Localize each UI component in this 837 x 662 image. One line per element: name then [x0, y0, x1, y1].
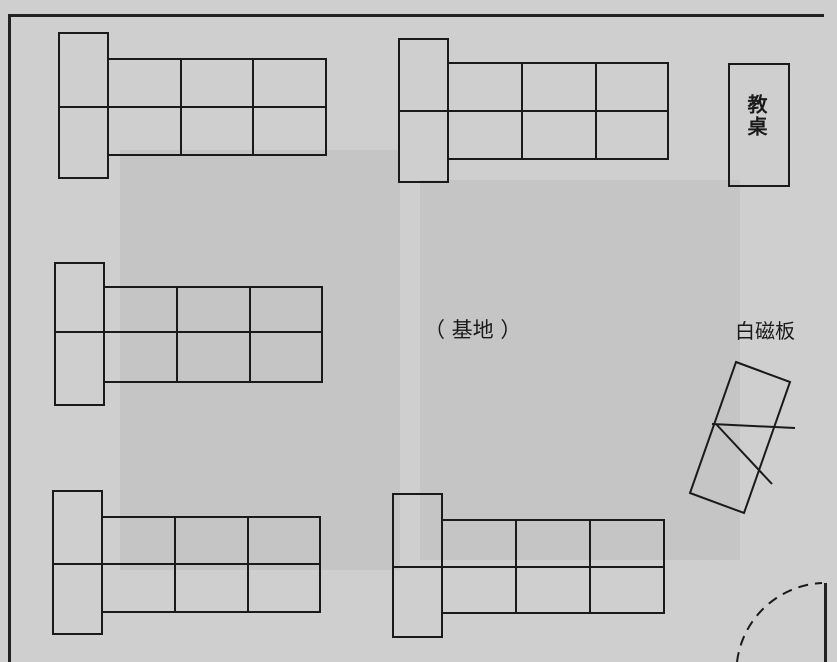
- table-group-3: [54, 262, 323, 406]
- table-group-1: [58, 32, 327, 179]
- base-label: （ 基地 ）: [424, 318, 522, 342]
- whiteboard-label: 白磁板: [735, 319, 795, 343]
- teacher-desk: [728, 63, 790, 187]
- background-shadow: [120, 150, 400, 570]
- room-wall: [8, 14, 824, 662]
- door-wall: [824, 583, 827, 662]
- background-shadow: [420, 180, 740, 560]
- door-swing-arc: [736, 582, 823, 662]
- table-group-2: [398, 38, 669, 183]
- table-group-4: [52, 490, 321, 635]
- table-group-5: [392, 493, 665, 638]
- teacher-desk-label: 教桌: [744, 94, 768, 138]
- whiteboard: [688, 360, 796, 515]
